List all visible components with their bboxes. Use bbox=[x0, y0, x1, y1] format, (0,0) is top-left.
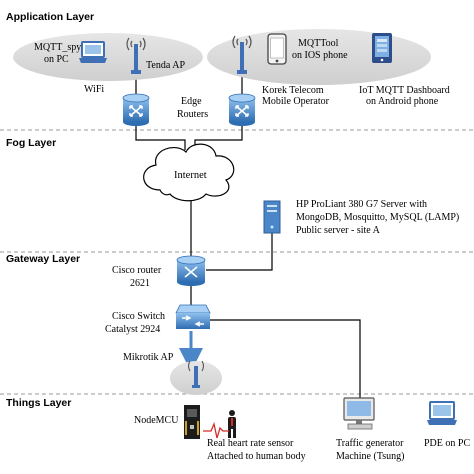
server-label-2: MongoDB, Mosquitto, MySQL (LAMP) bbox=[296, 212, 459, 223]
heart-sensor-label-1: Real heart rate sensor bbox=[207, 438, 294, 449]
cisco-switch-label-2: Catalyst 2924 bbox=[105, 324, 160, 335]
connections bbox=[135, 74, 361, 398]
person-icon bbox=[228, 410, 236, 438]
laptop-icon bbox=[79, 41, 107, 63]
tablet-icon bbox=[372, 33, 392, 63]
iot-dashboard-label-1: IoT MQTT Dashboard bbox=[359, 85, 450, 96]
layer-title-gateway: Gateway Layer bbox=[6, 253, 80, 265]
server-label-1: HP ProLiant 380 G7 Server with bbox=[296, 199, 427, 210]
layer-title-application: Application Layer bbox=[6, 11, 94, 23]
nodemcu-label: NodeMCU bbox=[134, 415, 179, 426]
mqtttool-label-2: on IOS phone bbox=[292, 50, 348, 61]
server-label-3: Public server - site A bbox=[296, 225, 381, 236]
mqtt-spy-label-1: MQTT_spy bbox=[34, 42, 81, 53]
smartphone-icon bbox=[267, 33, 287, 65]
layer-title-fog: Fog Layer bbox=[6, 137, 56, 149]
mqtttool-label-1: MQTTool bbox=[298, 38, 339, 49]
microcontroller-icon bbox=[184, 405, 200, 439]
router-icon bbox=[122, 93, 150, 126]
router-icon bbox=[176, 255, 206, 286]
access-point-icon bbox=[126, 37, 146, 74]
edge-routers-label-2: Routers bbox=[177, 109, 208, 120]
korek-label-1: Korek Telecom bbox=[262, 85, 324, 96]
cisco-switch-label-1: Cisco Switch bbox=[112, 311, 165, 322]
switch-icon bbox=[175, 304, 211, 329]
workstation-icon bbox=[343, 397, 375, 430]
access-point-icon bbox=[187, 360, 205, 388]
iot-dashboard-label-2: on Android phone bbox=[366, 96, 439, 107]
mqtt-spy-label-2: on PC bbox=[44, 54, 69, 65]
cisco-router-label-2: 2621 bbox=[130, 278, 150, 289]
heart-sensor-label-2: Attached to human body bbox=[207, 451, 306, 462]
cloud-icon bbox=[143, 143, 235, 202]
cisco-router-label-1: Cisco router bbox=[112, 265, 162, 276]
mikrotik-label: Mikrotik AP bbox=[123, 352, 174, 363]
traffic-generator-label-1: Traffic generator bbox=[336, 438, 404, 449]
traffic-generator-label-2: Machine (Tsung) bbox=[336, 451, 404, 462]
layer-title-things: Things Layer bbox=[6, 397, 71, 409]
heartbeat-icon bbox=[203, 421, 229, 439]
access-point-icon bbox=[232, 35, 252, 74]
internet-label: Internet bbox=[174, 170, 207, 181]
tenda-ap-label: Tenda AP bbox=[146, 60, 185, 71]
pde-label: PDE on PC bbox=[424, 438, 470, 449]
korek-label-2: Mobile Operator bbox=[262, 96, 330, 107]
laptop-icon bbox=[427, 401, 457, 425]
wifi-zone-ellipse bbox=[13, 33, 203, 81]
server-icon bbox=[263, 200, 281, 234]
router-icon bbox=[228, 93, 256, 126]
wifi-label: WiFi bbox=[84, 84, 104, 95]
edge-routers-label-1: Edge bbox=[181, 96, 202, 107]
